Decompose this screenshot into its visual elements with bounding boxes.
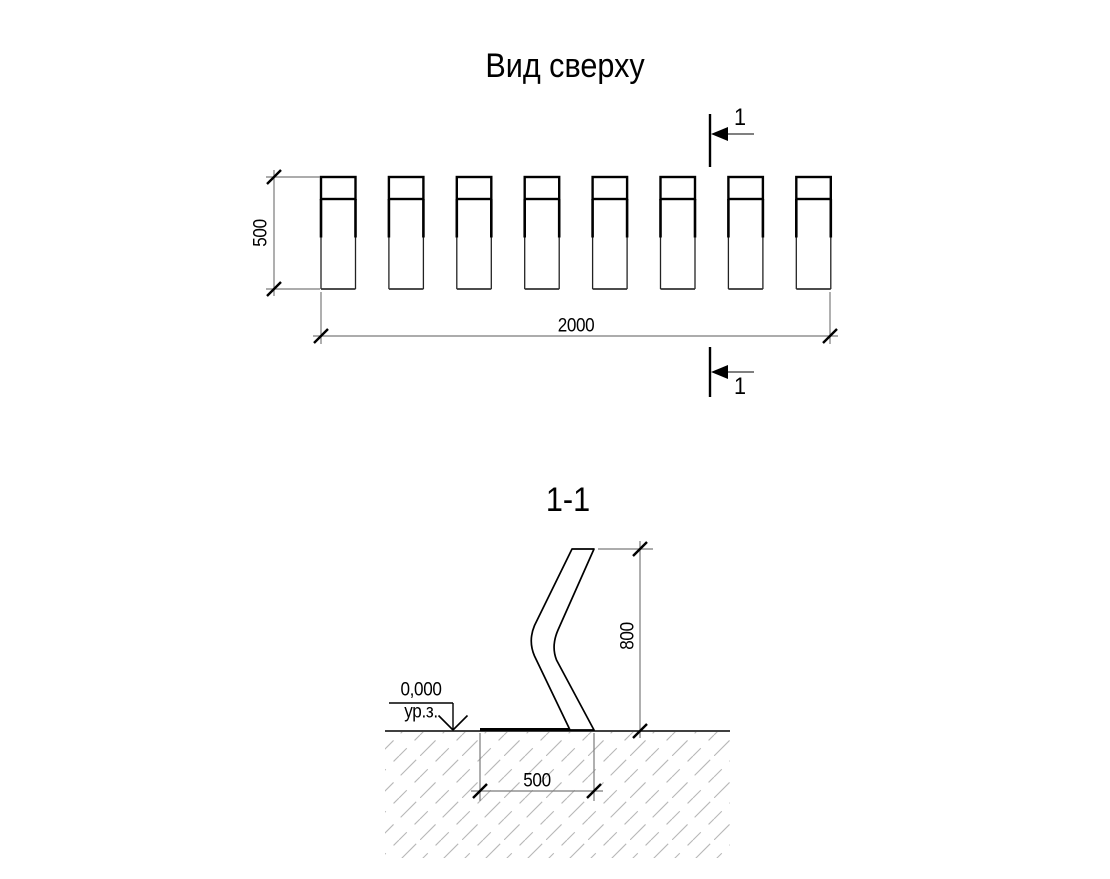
base-dimension-label: 500 (523, 770, 551, 792)
dimension-tick (472, 783, 488, 799)
dimension-tick (586, 783, 602, 799)
top-view-title: Вид сверху (485, 47, 645, 85)
depth-dimension (266, 169, 320, 297)
tube-top-cap (795, 175, 832, 201)
dimension-tick (822, 328, 838, 344)
rack-unit (794, 175, 833, 290)
dimension-tick (266, 281, 282, 297)
tube-top-cap (591, 175, 629, 201)
section-marker-bottom (708, 347, 754, 397)
top-view-units (319, 175, 833, 290)
tube-top-cap (659, 175, 697, 201)
dimension-tick (313, 328, 329, 344)
level-arrow-icon (452, 714, 469, 731)
width-dimension-label: 2000 (557, 315, 595, 337)
rack-unit (591, 175, 629, 290)
dimension-tick (632, 541, 648, 557)
rack-unit (455, 175, 493, 290)
level-value-label: 0,000 (400, 679, 442, 701)
section-tube-profile (530, 548, 595, 731)
section-marker-bottom-label: 1 (733, 373, 747, 400)
depth-dimension-label: 500 (250, 219, 272, 247)
section-title: 1-1 (545, 481, 591, 519)
section-marker-top (708, 114, 754, 167)
dimension-tick (266, 169, 282, 185)
level-mark (389, 702, 469, 731)
height-dimension-label: 800 (617, 622, 639, 650)
rack-unit (659, 175, 697, 290)
rack-unit (727, 175, 765, 290)
tube-top-cap (387, 175, 425, 201)
height-dimension (598, 541, 653, 739)
tube-top-cap (727, 175, 765, 201)
section-marker-top-label: 1 (733, 104, 747, 131)
rack-unit (523, 175, 561, 290)
tube-top-cap (455, 175, 493, 201)
tube-top-cap (523, 175, 561, 201)
rack-unit (319, 175, 357, 290)
ground-hatch (385, 732, 730, 858)
base-dimension (471, 733, 603, 801)
section-arrow-icon (711, 365, 728, 379)
width-dimension (313, 292, 838, 344)
section-arrow-icon (711, 127, 728, 141)
dimension-tick (632, 723, 648, 739)
level-arrow-icon (437, 714, 454, 731)
rack-unit (387, 175, 425, 290)
ground-level-caption: ур.з. (404, 701, 438, 723)
tube-top-cap (319, 175, 357, 201)
